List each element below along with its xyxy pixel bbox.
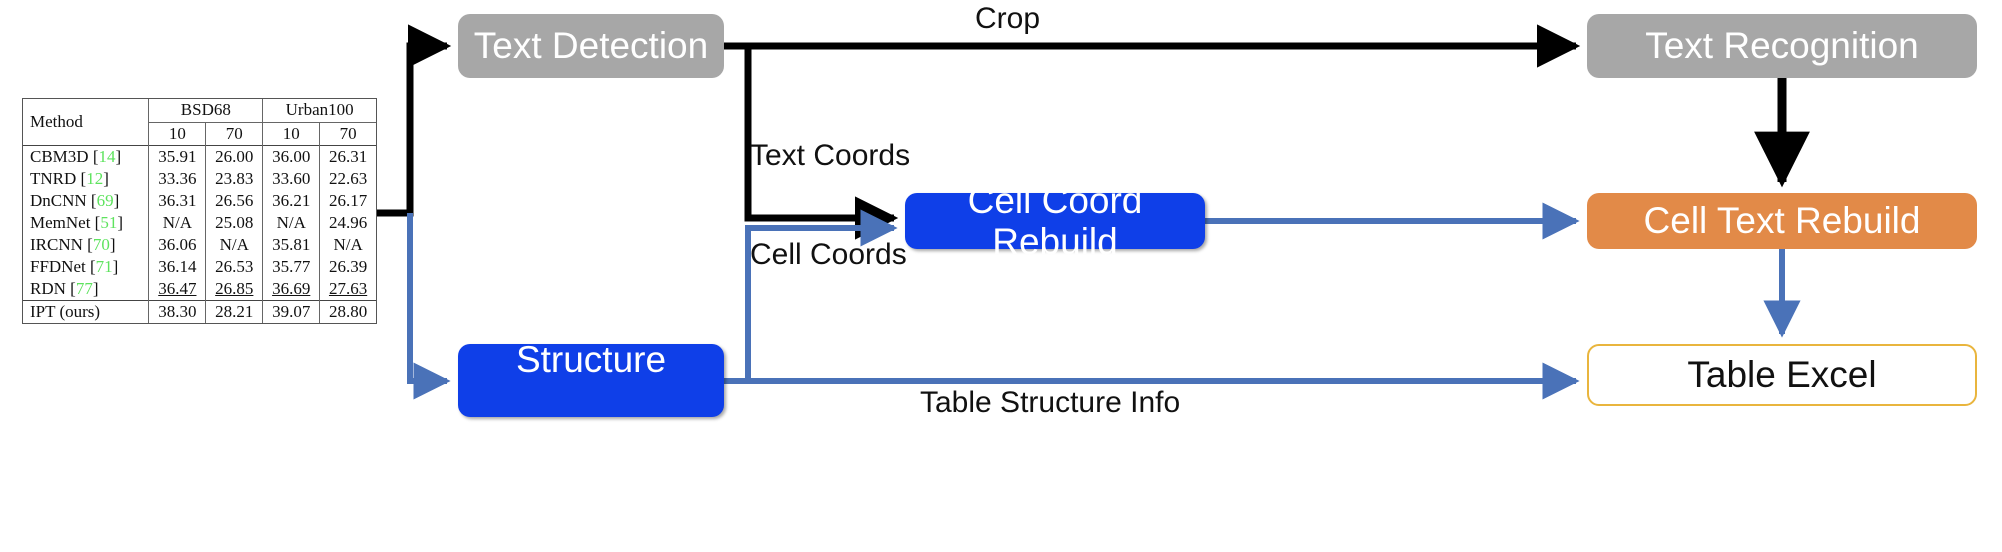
node-table-structure-line1: Table Structure <box>515 297 667 381</box>
node-table-structure-prediction[interactable]: Table Structure prediction <box>458 298 724 463</box>
subheader-bsd68-10: 10 <box>148 122 206 146</box>
table-cell-value: 36.21 <box>262 190 320 213</box>
paper-table: Method BSD68 Urban100 10 70 10 70 CBM3D … <box>23 99 376 324</box>
table-cell-value: 35.77 <box>262 256 320 279</box>
subheader-urban100-10: 10 <box>262 122 320 146</box>
table-cell-value: 26.85 <box>205 278 263 301</box>
table-sub-header-row: 10 70 10 70 <box>23 122 376 146</box>
table-cell-value: 26.53 <box>205 256 263 279</box>
table-cell-value: N/A <box>319 234 376 257</box>
subheader-urban100-70: 70 <box>319 122 376 146</box>
table-cell-value: 39.07 <box>262 300 320 324</box>
table-cell-value: 26.17 <box>319 190 376 213</box>
edge-table-to-detection <box>377 24 452 217</box>
node-cell-coord-rebuild-label: Cell Coord Rebuild <box>967 179 1143 262</box>
table-cell-method: TNRD [12] <box>30 169 109 189</box>
table-cell-value: 28.21 <box>205 300 263 324</box>
table-cell-value: 36.00 <box>262 145 320 169</box>
table-cell-value: 26.56 <box>205 190 263 213</box>
header-method: Method <box>30 111 83 131</box>
table-group-header-row: Method BSD68 Urban100 <box>23 99 376 131</box>
node-text-recognition-label: Text Recognition <box>1645 25 1919 67</box>
subheader-bsd68-70: 70 <box>205 122 263 146</box>
source-table-image: Method BSD68 Urban100 10 70 10 70 CBM3D … <box>22 98 377 325</box>
table-cell-method: DnCNN [69] <box>30 191 120 211</box>
table-cell-value: 33.60 <box>262 168 320 191</box>
table-cell-value: N/A <box>148 212 206 235</box>
table-cell-value: 22.63 <box>319 168 376 191</box>
header-bsd68: BSD68 <box>148 99 263 123</box>
node-cell-text-rebuild-label: Cell Text Rebuild <box>1643 200 1921 242</box>
table-cell-method: FFDNet [71] <box>30 257 119 277</box>
header-urban100: Urban100 <box>262 99 376 123</box>
table-cell-method: MemNet [51] <box>30 213 124 233</box>
table-cell-method: CBM3D [14] <box>23 145 149 169</box>
edge-label-text-coords: Text Coords <box>750 139 911 172</box>
table-cell-value: 33.36 <box>148 168 206 191</box>
table-cell-value: 26.39 <box>319 256 376 279</box>
table-cell-value: 38.30 <box>148 300 206 324</box>
node-cell-coord-rebuild[interactable]: Cell Coord Rebuild <box>905 180 1205 262</box>
table-cell-value: 36.31 <box>148 190 206 213</box>
node-text-detection-label: Text Detection <box>473 25 709 67</box>
node-text-recognition[interactable]: Text Recognition <box>1587 14 1977 78</box>
node-cell-text-rebuild[interactable]: Cell Text Rebuild <box>1587 193 1977 249</box>
table-cell-value: 36.06 <box>148 234 206 257</box>
table-cell-value: 23.83 <box>205 168 263 191</box>
edge-label-crop: Crop <box>975 2 1041 35</box>
table-cell-value: 27.63 <box>319 278 376 301</box>
table-cell-value: 36.69 <box>262 278 320 301</box>
table-cell-value: 36.47 <box>148 278 206 301</box>
edge-table-to-structure <box>407 213 451 400</box>
node-table-excel-label: Table Excel <box>1687 354 1877 396</box>
table-cell-value: N/A <box>205 234 263 257</box>
table-cell-value: 26.31 <box>319 145 376 169</box>
node-table-structure-prediction-label: Table Structure prediction <box>458 298 724 464</box>
table-cell-value: 36.14 <box>148 256 206 279</box>
table-cell-value: N/A <box>262 212 320 235</box>
table-cell-method: IRCNN [70] <box>30 235 116 255</box>
table-cell-value: 25.08 <box>205 212 263 235</box>
node-table-excel[interactable]: Table Excel <box>1587 344 1977 406</box>
node-table-structure-line2: prediction <box>510 421 672 463</box>
table-cell-value: 35.81 <box>262 234 320 257</box>
table-cell-value: 26.00 <box>205 145 263 169</box>
table-cell-method: RDN [77] <box>30 279 99 299</box>
table-cell-value: 24.96 <box>319 212 376 235</box>
node-text-detection[interactable]: Text Detection <box>458 14 724 78</box>
table-cell-method: IPT (ours) <box>23 300 149 324</box>
edge-label-table-structure-info: Table Structure Info <box>920 386 1181 419</box>
table-cell-value: 35.91 <box>148 145 206 169</box>
edge-text-coords <box>744 46 899 240</box>
table-cell-value: 28.80 <box>319 300 376 324</box>
edge-label-cell-coords: Cell Coords <box>750 238 907 271</box>
